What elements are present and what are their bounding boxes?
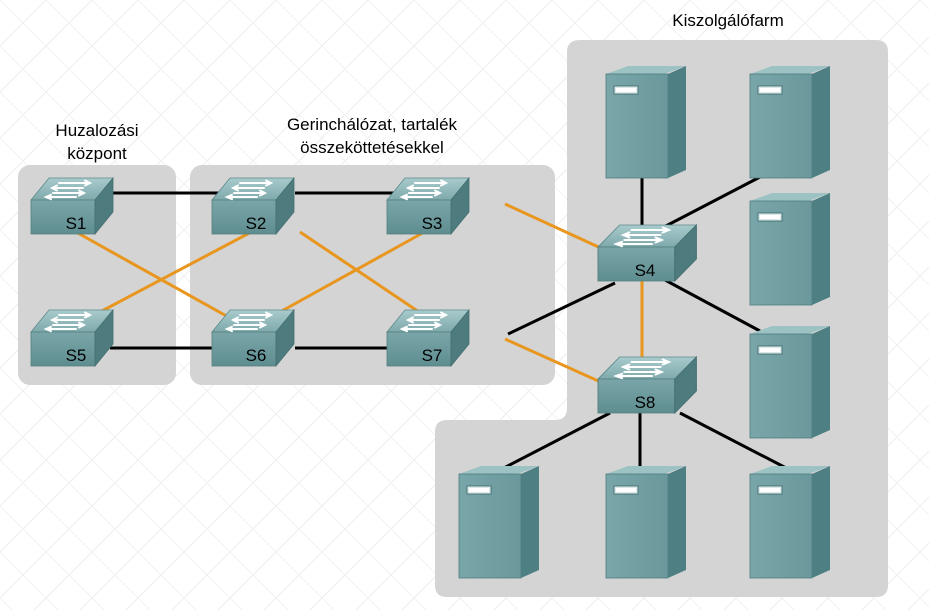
primary-links bbox=[110, 175, 791, 472]
backbone-title-line2: összeköttetésekkel bbox=[300, 138, 444, 157]
link-s2-s7 bbox=[299, 230, 429, 320]
switch-s7-label: S7 bbox=[422, 346, 443, 365]
switch-s5-label: S5 bbox=[66, 346, 87, 365]
switch-s7: S7 bbox=[386, 309, 470, 367]
link-s7-s4 bbox=[507, 281, 616, 336]
switch-s2: S2 bbox=[211, 177, 295, 235]
server-1 bbox=[605, 65, 687, 179]
switch-s5: S5 bbox=[30, 309, 114, 367]
switch-s4-label: S4 bbox=[635, 261, 656, 280]
switch-s1: S1 bbox=[30, 177, 114, 235]
server-5 bbox=[458, 465, 540, 579]
link-s5-s2 bbox=[99, 228, 256, 314]
server-7 bbox=[749, 465, 831, 579]
server-4 bbox=[749, 325, 831, 439]
server-6 bbox=[605, 465, 687, 579]
link-s7-s8 bbox=[504, 337, 606, 386]
switch-s4: S4 bbox=[596, 223, 698, 283]
switch-s3: S3 bbox=[386, 177, 470, 235]
switch-s8-label: S8 bbox=[635, 393, 656, 412]
server-2 bbox=[749, 65, 831, 179]
link-s4-server2 bbox=[661, 175, 761, 230]
server-farm-title: Kiszolgálófarm bbox=[672, 11, 784, 30]
redundant-links bbox=[75, 202, 644, 386]
switch-s3-label: S3 bbox=[422, 214, 443, 233]
wiring-center-title-line2: központ bbox=[67, 144, 127, 163]
switch-s1-label: S1 bbox=[66, 214, 87, 233]
link-s6-s3 bbox=[279, 228, 429, 314]
switch-s2-label: S2 bbox=[246, 214, 267, 233]
link-s3-s4 bbox=[504, 202, 606, 252]
link-s8-server5 bbox=[499, 411, 611, 472]
switch-s6: S6 bbox=[211, 309, 295, 367]
switch-s8: S8 bbox=[596, 355, 698, 415]
server-farm-area bbox=[435, 40, 888, 597]
switch-s6-label: S6 bbox=[246, 346, 267, 365]
link-s8-server7 bbox=[679, 411, 791, 472]
backbone-title-line1: Gerinchálózat, tartalék bbox=[287, 115, 458, 134]
link-s4-server4 bbox=[664, 278, 761, 333]
wiring-center-title-line1: Huzalozási bbox=[55, 121, 138, 140]
server-3 bbox=[749, 192, 831, 306]
